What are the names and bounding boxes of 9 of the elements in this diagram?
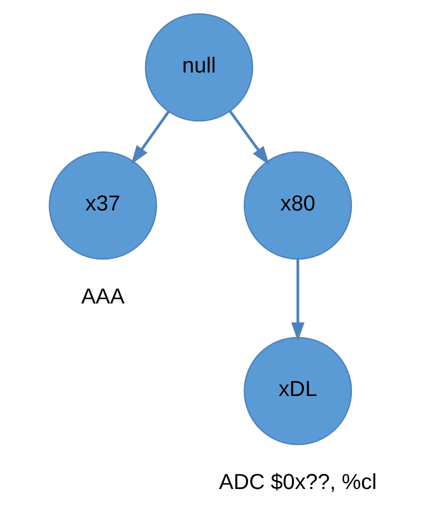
node-label: AAA <box>81 283 125 308</box>
node-circle: null <box>144 13 254 122</box>
node-circle: x80 <box>244 151 352 260</box>
node-label: ADC $0x??, %cl <box>219 468 377 494</box>
arrow <box>228 110 270 166</box>
node-circle: x37 <box>48 151 158 260</box>
node-circle: xDL <box>244 336 352 446</box>
arrow <box>131 110 170 164</box>
arrow <box>291 259 305 342</box>
